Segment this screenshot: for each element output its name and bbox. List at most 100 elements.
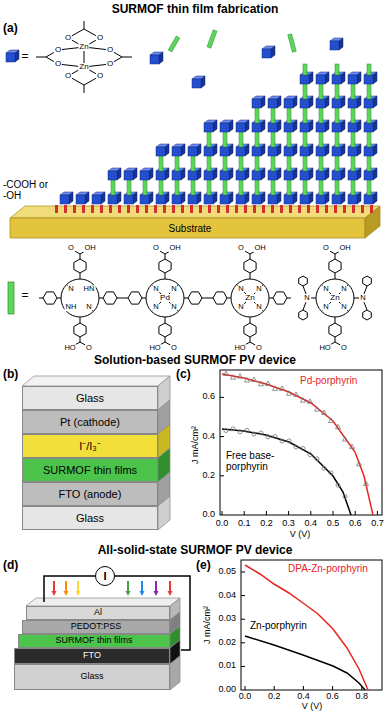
stack-top-face <box>22 376 170 386</box>
surface-group <box>136 205 139 213</box>
porphyrin-structure <box>299 250 372 346</box>
substrate-front <box>10 218 365 238</box>
cube-side <box>373 72 377 84</box>
surface-group <box>118 205 121 213</box>
cube-side <box>293 120 297 132</box>
porphyrin-structure <box>39 250 128 346</box>
atom-label: N <box>85 303 92 311</box>
data-marker <box>364 481 369 486</box>
tick-label: 0.03 <box>218 614 236 624</box>
chemical-bond <box>165 273 166 279</box>
atom-label: Zn <box>78 63 89 71</box>
cube-front <box>220 195 229 204</box>
cube-side <box>229 120 233 132</box>
linker-bar <box>303 180 307 195</box>
cube-side <box>293 144 297 156</box>
cube-side <box>341 96 345 108</box>
chemical-bond <box>184 298 188 299</box>
linker-bar <box>223 180 227 195</box>
cube-side <box>229 192 233 204</box>
layer-label: Glass <box>76 392 104 404</box>
cube-front <box>364 75 373 84</box>
cube-side <box>341 72 345 84</box>
tick-label: 0.02 <box>218 638 236 648</box>
cube-side <box>181 168 185 180</box>
phenyl-ring <box>74 323 86 337</box>
atom-label: HO <box>318 344 331 352</box>
cube-front <box>300 99 309 108</box>
chemical-bond <box>117 298 128 299</box>
cube-front <box>150 55 159 64</box>
linker-bar <box>335 108 339 123</box>
atom-label: HO <box>233 344 246 352</box>
cube-side <box>245 120 249 132</box>
linker-bar <box>207 180 211 195</box>
data-marker <box>329 418 334 423</box>
surface-group <box>91 205 94 213</box>
cube-side <box>293 168 297 180</box>
cube-front <box>316 99 325 108</box>
layer-label: SURMOF thin films <box>55 636 132 646</box>
surface-group <box>307 205 310 213</box>
chemical-bond <box>250 317 251 323</box>
linker-bar <box>335 132 339 147</box>
data-marker <box>315 457 319 461</box>
cube-side <box>373 120 377 132</box>
tick-label: 0.2 <box>260 519 273 529</box>
cube-side <box>277 120 281 132</box>
linker-bar <box>351 156 355 171</box>
chemical-bond <box>269 298 273 299</box>
hole-transport-layer: PEDOT:PSS <box>22 620 170 634</box>
cube-front <box>364 147 373 156</box>
linker-bar <box>207 30 217 48</box>
cube-front <box>236 123 245 132</box>
cube-side <box>149 192 153 204</box>
atom-label: O <box>96 72 104 80</box>
surface-group <box>100 205 103 213</box>
linker-bar <box>351 180 355 195</box>
data-marker <box>322 466 326 470</box>
data-marker <box>252 432 256 436</box>
linker-bar <box>367 132 371 147</box>
porphyrin-structure <box>213 250 291 346</box>
cube-side <box>213 192 217 204</box>
cube-front <box>316 171 325 180</box>
cube-side <box>261 96 265 108</box>
cube-side <box>309 192 313 204</box>
linker-bar <box>287 132 291 147</box>
linker-bar <box>287 180 291 195</box>
cube-side <box>357 72 361 84</box>
tick-label: 0.6 <box>349 519 362 529</box>
surface-group <box>208 205 211 213</box>
linker-bar <box>207 132 211 147</box>
tick-label: 0.00 <box>218 685 236 695</box>
cube-front <box>268 147 277 156</box>
atom-label: O <box>64 72 72 80</box>
cube-front <box>300 195 309 204</box>
section-title: All-solid-state SURMOF PV device <box>98 544 293 557</box>
cube-front <box>332 123 341 132</box>
atom-label: N <box>237 303 244 311</box>
surface-group <box>226 205 229 213</box>
cube-front <box>332 147 341 156</box>
atom-label: O <box>152 244 160 252</box>
cube-front <box>316 147 325 156</box>
chemical-bond <box>39 298 43 299</box>
surface-group <box>172 205 175 213</box>
cube-side <box>341 120 345 132</box>
cube-front <box>140 171 149 180</box>
cube-side <box>197 168 201 180</box>
atom-label: HO <box>63 344 76 352</box>
surface-group <box>370 205 373 213</box>
layer-label: I⁻/I₃⁻ <box>79 440 101 452</box>
cube-front <box>268 99 277 108</box>
data-marker <box>266 435 270 439</box>
surface-groups <box>55 205 373 213</box>
cube-side <box>261 168 265 180</box>
phenyl-ring <box>329 323 341 337</box>
cube-side <box>309 72 313 84</box>
surface-group <box>280 205 283 213</box>
linker-bar <box>239 180 243 195</box>
atom-label: N <box>322 303 329 311</box>
cube-front <box>236 195 245 204</box>
